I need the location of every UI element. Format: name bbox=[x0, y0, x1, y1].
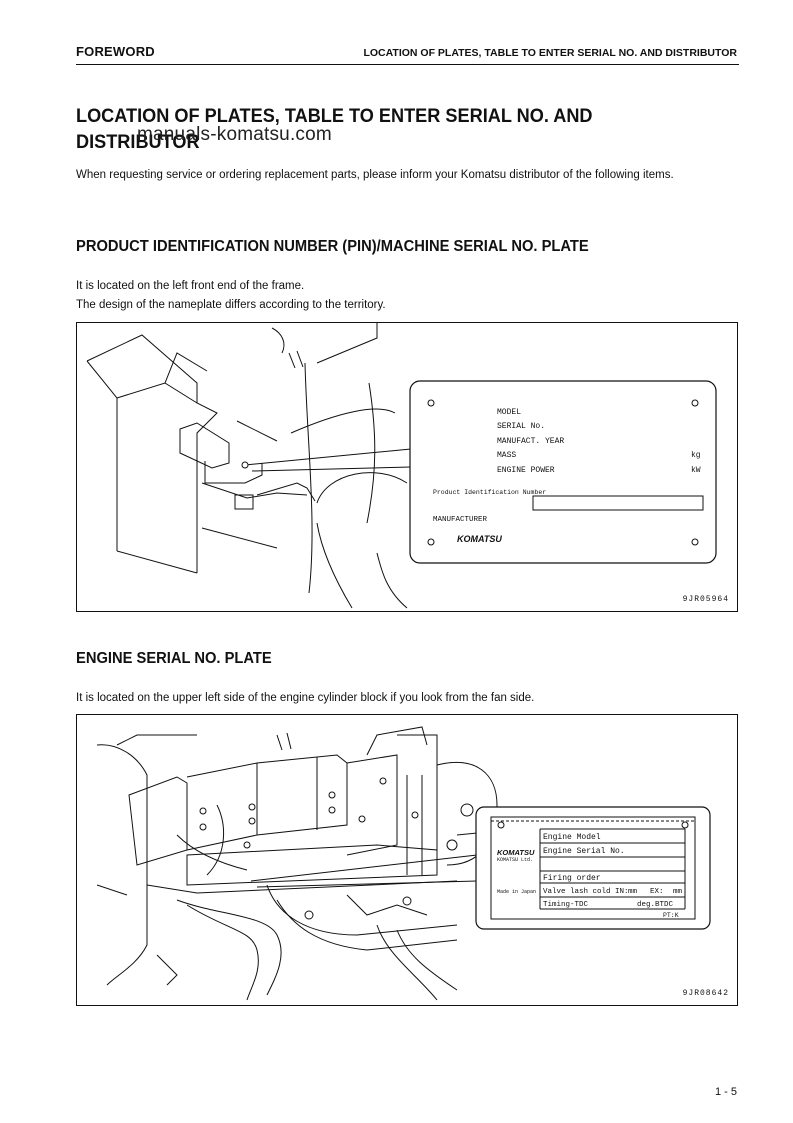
pin-plate-illustration: MODEL SERIAL No. MANUFACT. YEAR MASS kg … bbox=[86, 323, 717, 609]
pin-plate-figure: MODEL SERIAL No. MANUFACT. YEAR MASS kg … bbox=[76, 322, 738, 612]
plate-serial-label: SERIAL No. bbox=[497, 422, 545, 431]
engine-plate-firing-order: Firing order bbox=[543, 874, 601, 883]
intro-paragraph: When requesting service or ordering repl… bbox=[76, 169, 674, 181]
engine-plate-mm2: mm bbox=[673, 888, 683, 896]
plate-engine-power-label: ENGINE POWER bbox=[497, 466, 555, 475]
header-rule bbox=[76, 64, 739, 65]
engine-plate-company: KOMATSU Ltd. bbox=[497, 857, 533, 863]
engine-plate-made-in: Made in Japan bbox=[497, 889, 536, 895]
plate-komatsu-logo: KOMATSU bbox=[457, 534, 502, 544]
engine-figure-code: 9JR08642 bbox=[682, 989, 729, 998]
header-section-label: FOREWORD bbox=[76, 44, 155, 59]
engine-plate-model-label: Engine Model bbox=[543, 833, 601, 842]
plate-mass-label: MASS bbox=[497, 451, 516, 460]
engine-location-text: It is located on the upper left side of … bbox=[76, 692, 535, 704]
engine-plate-illustration: Engine Model Engine Serial No. Firing or… bbox=[96, 726, 711, 1001]
pin-section-heading: PRODUCT IDENTIFICATION NUMBER (PIN)/MACH… bbox=[76, 238, 589, 255]
engine-plate-komatsu-logo: KOMATSU bbox=[497, 848, 535, 857]
engine-plate-ex: EX: bbox=[650, 888, 664, 896]
engine-plate-deg-btdc: deg.BTDC bbox=[637, 901, 674, 909]
engine-plate-valve-lash: Valve lash cold IN: bbox=[543, 888, 629, 896]
engine-plate-code: PT:K bbox=[663, 912, 679, 919]
watermark: manuals-komatsu.com bbox=[137, 124, 332, 145]
plate-pin-label: Product Identification Number bbox=[433, 489, 546, 496]
plate-year-label: MANUFACT. YEAR bbox=[497, 437, 564, 446]
plate-mass-unit: kg bbox=[691, 451, 701, 460]
pin-figure-code: 9JR05964 bbox=[682, 595, 729, 604]
plate-power-unit: kW bbox=[691, 466, 701, 475]
engine-section-heading: ENGINE SERIAL NO. PLATE bbox=[76, 650, 272, 667]
engine-plate-figure: Engine Model Engine Serial No. Firing or… bbox=[76, 714, 738, 1006]
page-title: LOCATION OF PLATES, TABLE TO ENTER SERIA… bbox=[76, 105, 593, 153]
engine-plate-mm1: mm bbox=[628, 888, 638, 896]
page-number: 1 - 5 bbox=[714, 1086, 737, 1098]
pin-location-text: It is located on the left front end of t… bbox=[76, 280, 305, 292]
header-running-title: LOCATION OF PLATES, TABLE TO ENTER SERIA… bbox=[363, 47, 737, 59]
plate-pin-field bbox=[532, 495, 704, 511]
plate-manufacturer-label: MANUFACTURER bbox=[433, 516, 488, 524]
engine-plate-timing: Timing-TDC bbox=[543, 901, 589, 909]
pin-design-text: The design of the nameplate differs acco… bbox=[76, 299, 386, 311]
engine-plate-serial-label: Engine Serial No. bbox=[543, 847, 625, 856]
plate-model-label: MODEL bbox=[497, 408, 521, 417]
